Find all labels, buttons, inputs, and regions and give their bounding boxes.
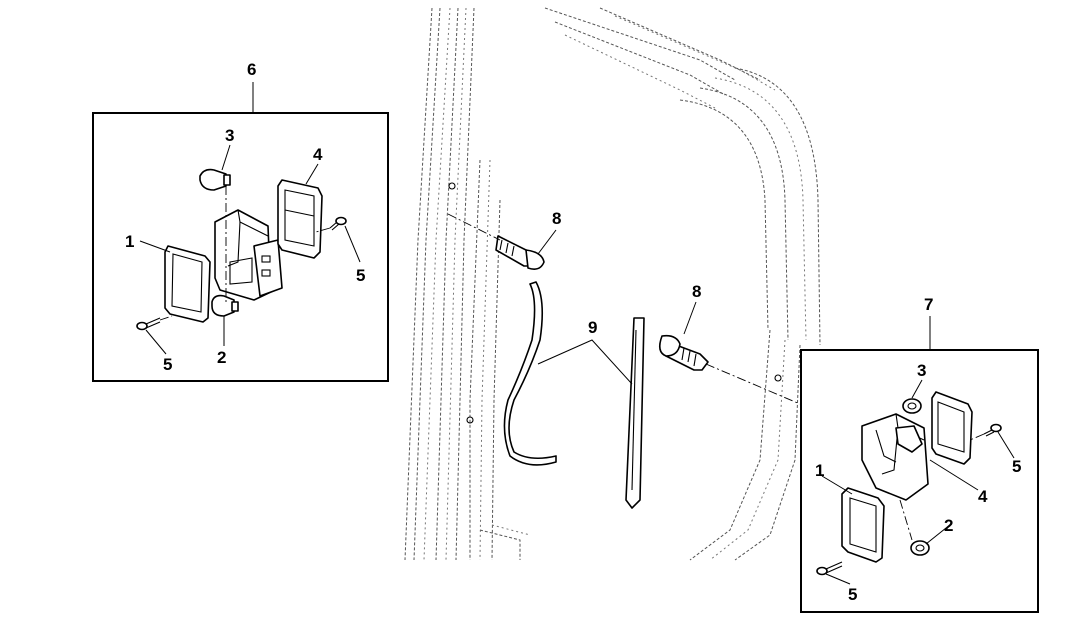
bolt-lower bbox=[658, 334, 709, 371]
right-lamp-housing bbox=[861, 413, 929, 501]
left-gasket bbox=[277, 179, 323, 259]
right-gasket bbox=[931, 391, 973, 465]
left-bulb-lower bbox=[211, 294, 239, 317]
callout-9: 9 bbox=[588, 318, 597, 337]
bolt-lower-axis bbox=[705, 363, 801, 405]
callout-left-5-upper: 5 bbox=[356, 266, 365, 285]
callout-6: 6 bbox=[247, 60, 256, 79]
right-centerline bbox=[899, 499, 913, 541]
callout-right-5-upper: 5 bbox=[1012, 457, 1021, 476]
right-assembly-frame bbox=[800, 349, 1039, 613]
callout-right-4: 4 bbox=[978, 487, 988, 506]
right-lens bbox=[841, 487, 885, 563]
callout-right-3: 3 bbox=[917, 361, 926, 380]
left-screw-upper bbox=[329, 216, 347, 231]
callout-left-5-lower: 5 bbox=[163, 355, 172, 374]
left-bulb-upper bbox=[199, 168, 231, 191]
callout-right-2: 2 bbox=[944, 516, 953, 535]
left-assembly-frame bbox=[92, 112, 389, 382]
callout-right-5-lower: 5 bbox=[848, 585, 857, 604]
hose-leader bbox=[537, 339, 633, 385]
hose-curved bbox=[503, 281, 557, 466]
callout-8-lower: 8 bbox=[692, 282, 701, 301]
hose-straight bbox=[625, 317, 645, 509]
left-lens bbox=[164, 245, 211, 323]
callout-7: 7 bbox=[924, 295, 933, 314]
right-screw-lower bbox=[816, 561, 843, 576]
left-screw-lower bbox=[136, 317, 161, 331]
bolt-upper bbox=[495, 235, 545, 270]
right-bulb-upper bbox=[902, 398, 922, 414]
bolt-upper-axis bbox=[447, 213, 501, 241]
cab-frame-outline bbox=[404, 7, 821, 561]
callout-left-2: 2 bbox=[217, 348, 226, 367]
right-screw-upper bbox=[983, 423, 1002, 437]
callout-left-4: 4 bbox=[313, 145, 323, 164]
callout-left-1: 1 bbox=[125, 232, 134, 251]
callout-8-upper: 8 bbox=[552, 209, 561, 228]
left-lamp-housing bbox=[214, 209, 283, 301]
callout-left-3: 3 bbox=[225, 126, 234, 145]
right-bulb-lower bbox=[910, 540, 930, 556]
callout-right-1: 1 bbox=[815, 461, 824, 480]
